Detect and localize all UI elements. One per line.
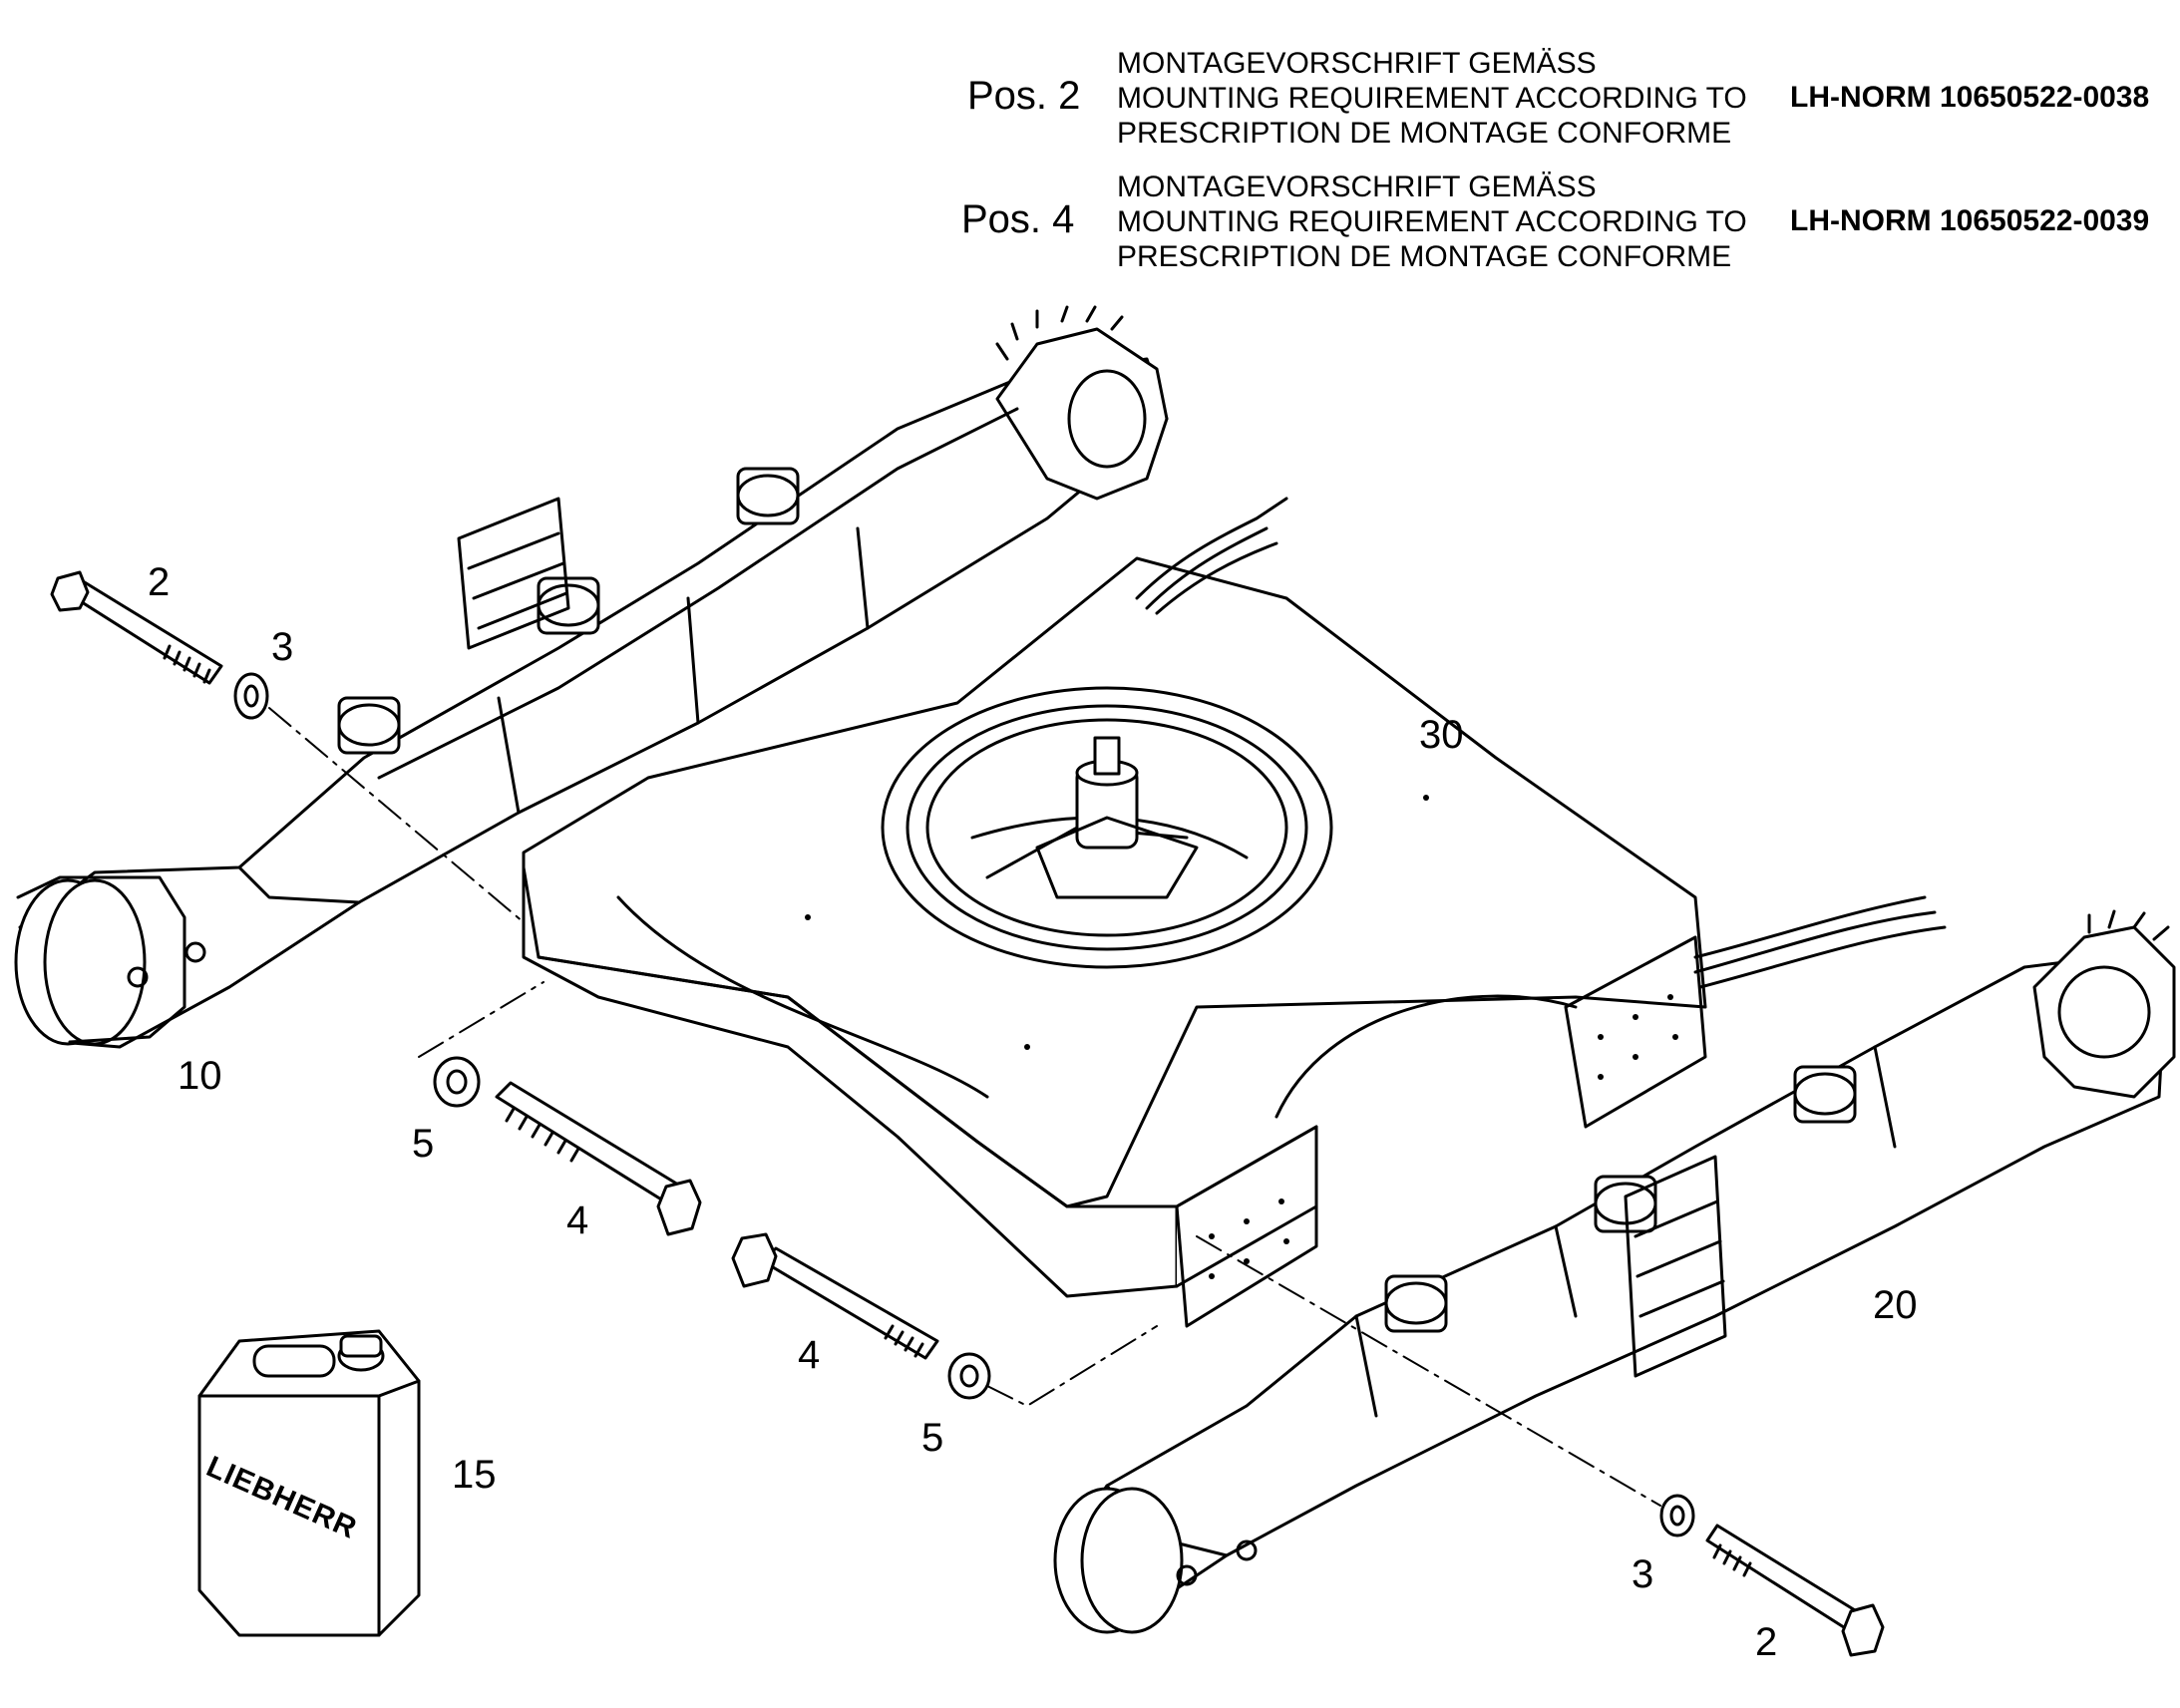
hydraulic-hoses-top xyxy=(1135,497,1288,615)
note-line-de: MONTAGEVORSCHRIFT GEMÄSS xyxy=(1117,171,1597,203)
bolt-right xyxy=(1705,1524,1885,1657)
callout-bolt-center: 4 xyxy=(798,1333,820,1377)
idler-left xyxy=(14,875,206,1046)
washer-right xyxy=(1659,1494,1695,1537)
callout-frame: 30 xyxy=(1419,713,1464,757)
bolt-center xyxy=(731,1232,939,1360)
note-line-en: MOUNTING REQUIREMENT ACCORDING TO xyxy=(1117,82,1747,115)
step-ladder-right xyxy=(1624,1155,1727,1378)
bolt-front xyxy=(495,1081,702,1236)
center-frame-front-face xyxy=(522,865,1179,1298)
note-line-de: MONTAGEVORSCHRIFT GEMÄSS xyxy=(1117,47,1597,80)
bolt-left xyxy=(50,570,223,685)
undercarriage-center-frame xyxy=(522,497,1947,1328)
step-ladder-left xyxy=(457,497,570,650)
callout-bolt-front: 4 xyxy=(566,1198,588,1242)
note-text: MONTAGEVORSCHRIFT GEMÄSS MOUNTING REQUIR… xyxy=(1117,46,1747,151)
callout-bolt-left: 2 xyxy=(148,560,170,604)
note-line-fr: PRESCRIPTION DE MONTAGE CONFORME xyxy=(1117,240,1732,273)
sprocket-left xyxy=(995,305,1169,501)
washer-center xyxy=(947,1352,991,1400)
sprocket-right xyxy=(2032,909,2176,1099)
note-norm-reference: LH-NORM 10650522-0038 xyxy=(1790,81,2150,114)
callout-washer-left: 3 xyxy=(271,625,293,669)
note-line-fr: PRESCRIPTION DE MONTAGE CONFORME xyxy=(1117,117,1732,150)
note-line-en: MOUNTING REQUIREMENT ACCORDING TO xyxy=(1117,205,1747,238)
callout-washer-center: 5 xyxy=(921,1416,943,1460)
note-position-label: Pos. 2 xyxy=(967,74,1081,118)
rotary-joint xyxy=(1035,736,1199,899)
carrier-rollers-left xyxy=(337,467,800,755)
callout-washer-front: 5 xyxy=(412,1122,434,1166)
assembly-note-pos2: Pos. 2 MONTAGEVORSCHRIFT GEMÄSS MOUNTING… xyxy=(947,44,2164,154)
note-norm-reference: LH-NORM 10650522-0039 xyxy=(1790,204,2150,237)
callout-labels: 2 3 30 10 5 4 4 5 20 15 3 2 xyxy=(148,560,1918,1664)
track-right-beam xyxy=(1055,955,2166,1617)
washer-left xyxy=(233,672,269,720)
note-text: MONTAGEVORSCHRIFT GEMÄSS MOUNTING REQUIR… xyxy=(1117,170,1747,274)
alignment-centerlines xyxy=(268,707,1661,1507)
note-position-label: Pos. 4 xyxy=(961,197,1075,241)
track-right-assembly xyxy=(1053,909,2176,1634)
grease-canister xyxy=(197,1329,421,1637)
callout-bolt-right: 2 xyxy=(1755,1620,1777,1664)
callout-track-right: 20 xyxy=(1873,1283,1918,1327)
hydraulic-hoses-right xyxy=(1693,895,1947,989)
mounting-plate-right xyxy=(1564,935,1707,1129)
washer-front xyxy=(433,1056,481,1108)
assembly-note-pos4: Pos. 4 MONTAGEVORSCHRIFT GEMÄSS MOUNTING… xyxy=(947,168,2164,277)
callout-track-left: 10 xyxy=(178,1054,222,1098)
mounting-plate-front xyxy=(1175,1125,1318,1328)
idler-right xyxy=(1053,1487,1258,1634)
callout-washer-right: 3 xyxy=(1632,1552,1653,1596)
carrier-rollers-right xyxy=(1384,1065,1857,1333)
track-left-assembly xyxy=(14,305,1169,1049)
callout-canister: 15 xyxy=(452,1453,497,1497)
